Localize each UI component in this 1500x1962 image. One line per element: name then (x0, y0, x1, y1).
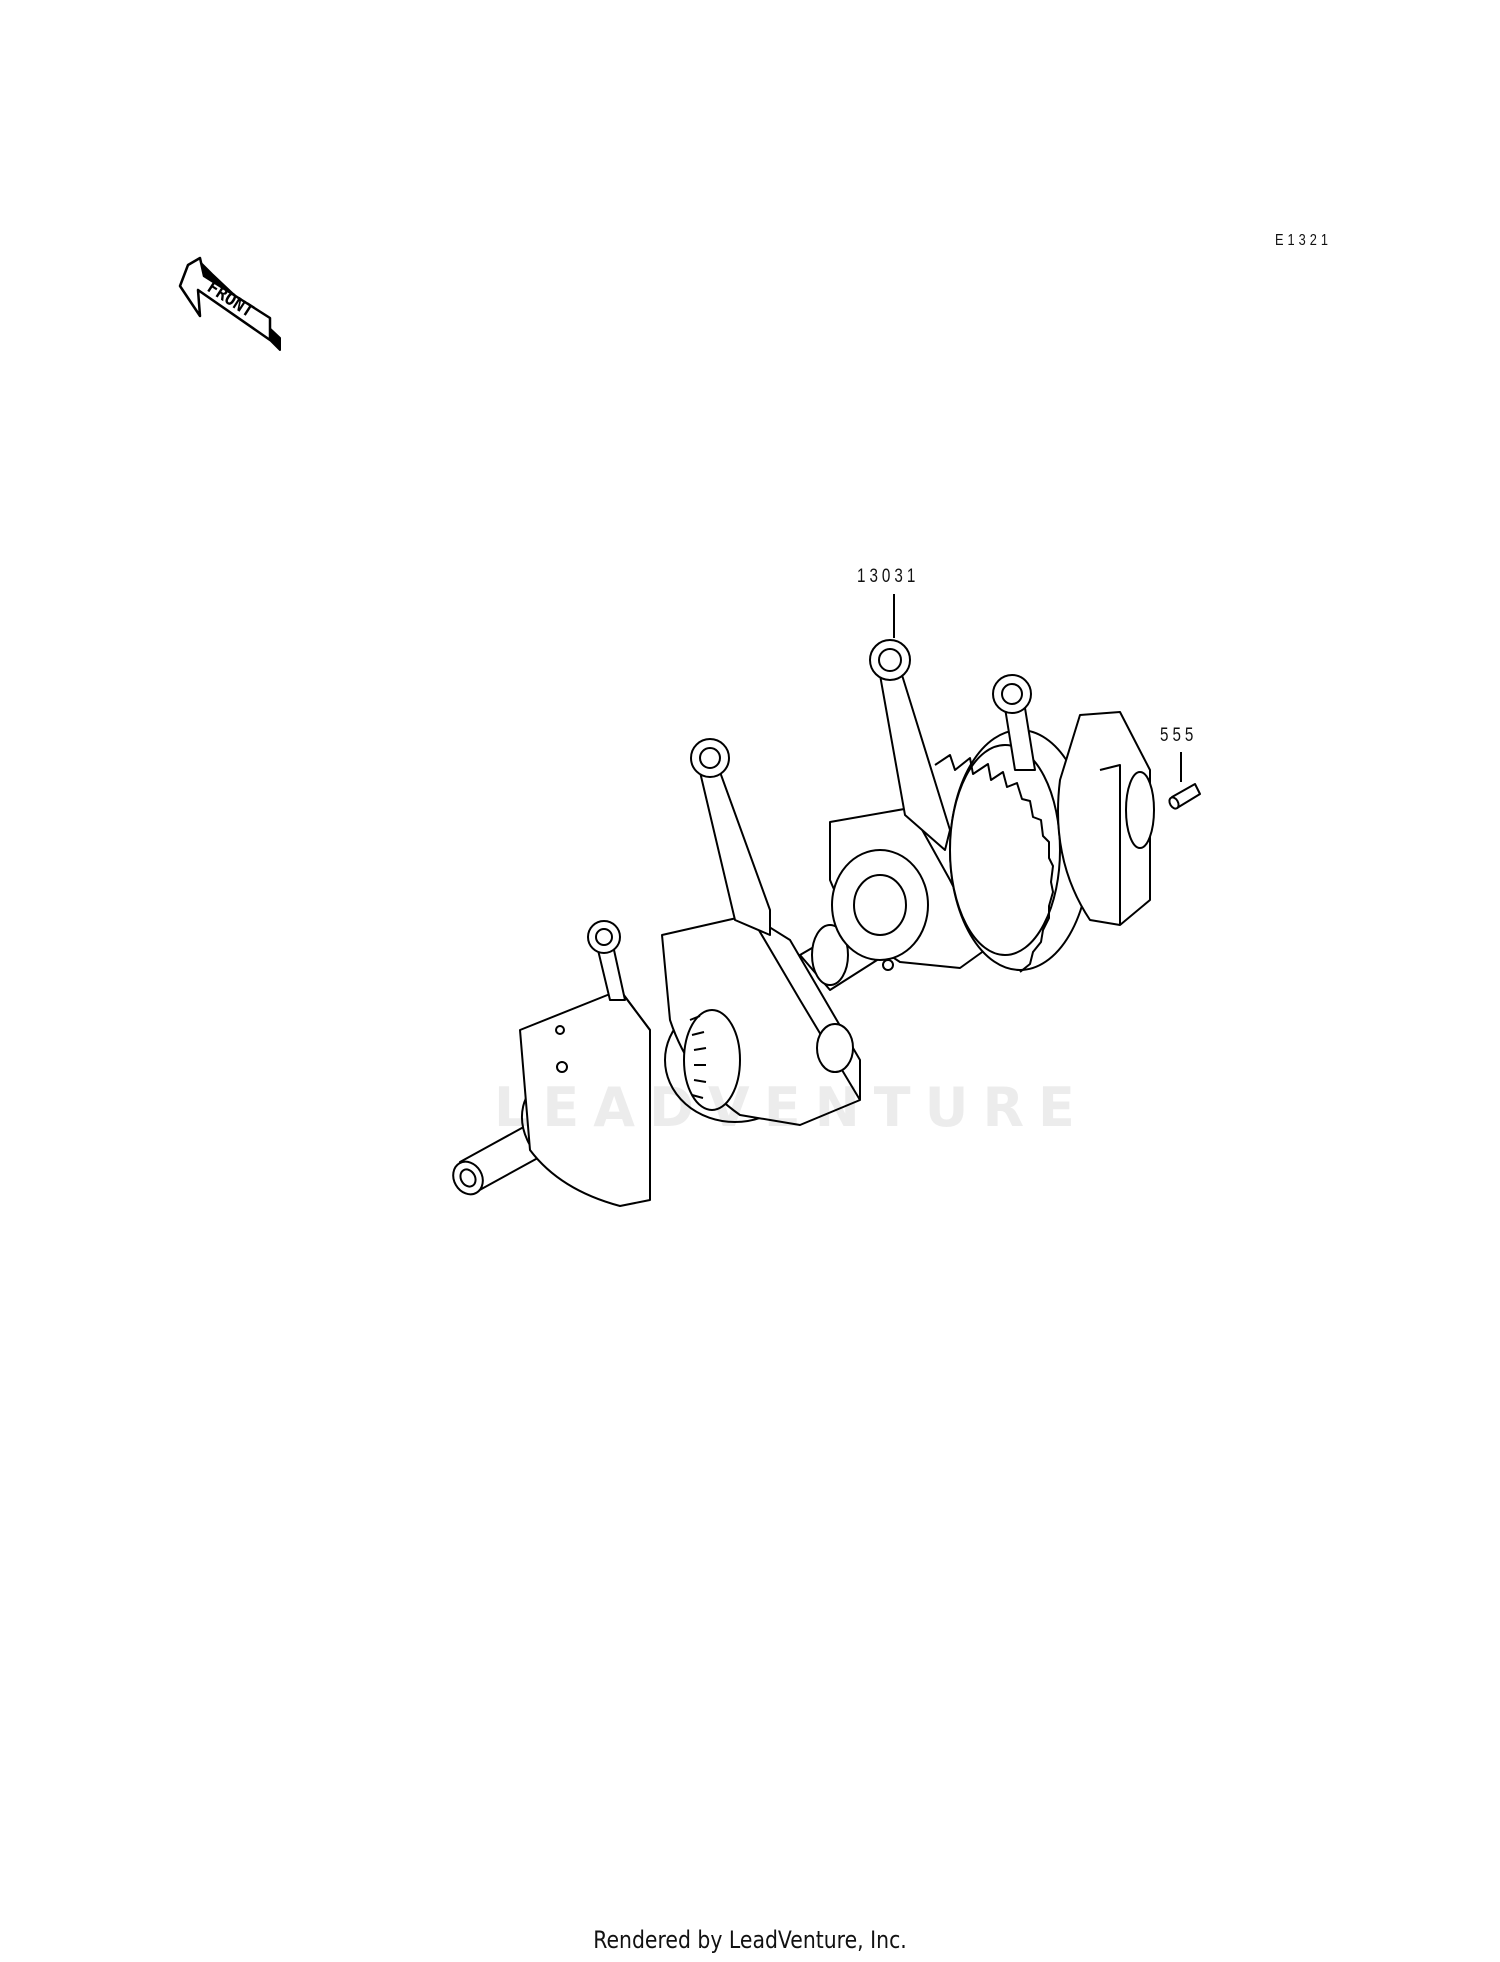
watermark: LEADVENTURE (494, 1076, 1089, 1139)
connecting-rod-2 (690, 738, 771, 936)
front-arrow-icon: FRONT (178, 256, 281, 351)
connecting-rod-4 (992, 674, 1036, 771)
connecting-rod-3 (869, 639, 951, 851)
crankshaft (452, 639, 1155, 1207)
diagram-code: E1321 (1275, 232, 1333, 249)
connecting-rod-1 (587, 920, 626, 1001)
callout-555[interactable]: 555 (1160, 725, 1198, 746)
pin-part (1168, 783, 1201, 810)
large-gear (934, 729, 1091, 973)
small-gear (683, 1009, 741, 1111)
footer-credit: Rendered by LeadVenture, Inc. (593, 1926, 907, 1954)
callout-13031[interactable]: 13031 (857, 566, 920, 587)
